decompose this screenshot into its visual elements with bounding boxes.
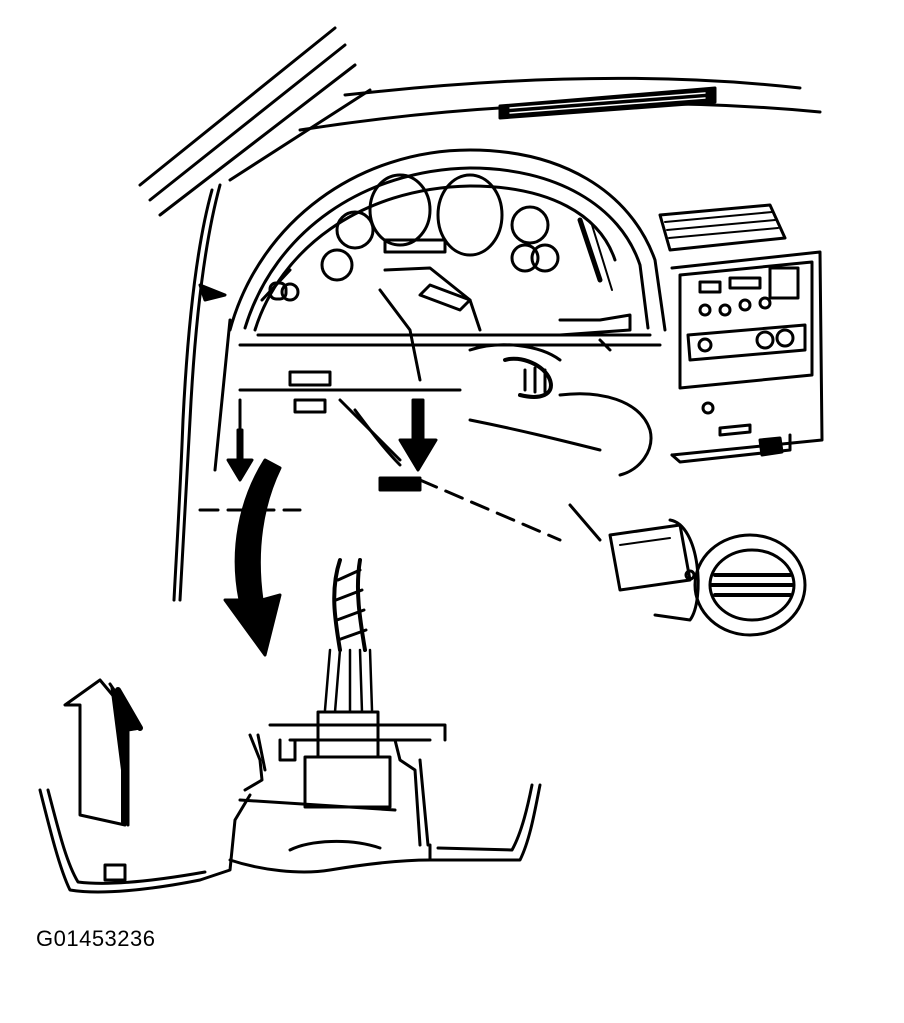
ambient-sensor bbox=[608, 518, 807, 637]
defroster-vent bbox=[498, 86, 717, 120]
curved-arrow-icon bbox=[223, 458, 282, 657]
arrow-up-icon bbox=[63, 678, 143, 827]
door-edge bbox=[172, 183, 232, 602]
connector-detail bbox=[303, 558, 392, 809]
steering-column bbox=[378, 266, 632, 399]
arrow-down-icon bbox=[226, 398, 438, 482]
lower-dash bbox=[238, 338, 653, 492]
leader-line bbox=[198, 478, 602, 542]
instrument-panel bbox=[228, 148, 667, 347]
gauge-cluster bbox=[268, 173, 613, 302]
mounting-bracket bbox=[38, 723, 542, 894]
figure-id-label: G01453236 bbox=[36, 926, 156, 951]
center-stack bbox=[658, 203, 824, 464]
